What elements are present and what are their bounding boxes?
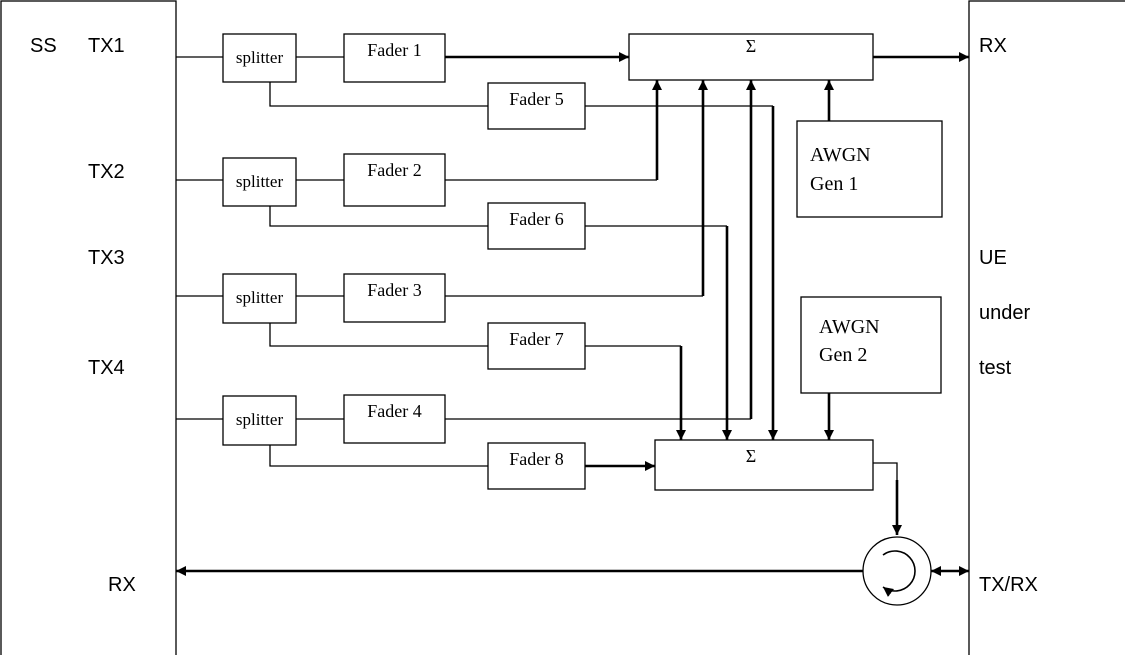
splitter-2: splitter	[222, 157, 297, 207]
awgn-gen-1: AWGN Gen 1	[796, 120, 943, 218]
splitter-4: splitter	[222, 395, 297, 446]
svg-text:Fader 5: Fader 5	[509, 89, 563, 109]
svg-text:splitter: splitter	[236, 288, 284, 307]
summer-upper: Σ	[628, 33, 874, 81]
ue-rx-label: RX	[979, 35, 1007, 57]
fader-3: Fader 3	[343, 273, 446, 323]
svg-text:splitter: splitter	[236, 172, 284, 191]
ss-panel	[0, 0, 177, 655]
fader-4: Fader 4	[343, 394, 446, 444]
ue-txrx-label: TX/RX	[979, 574, 1038, 596]
awgn-gen-2: AWGN Gen 2	[800, 296, 942, 394]
svg-text:Fader 1: Fader 1	[367, 40, 421, 60]
ss-port-tx4: TX4	[88, 357, 125, 379]
ss-port-tx1: TX1	[88, 35, 125, 57]
summer-lower: Σ	[654, 439, 874, 491]
svg-text:splitter: splitter	[236, 410, 284, 429]
splitter-3: splitter	[222, 273, 297, 324]
svg-text:Gen 1: Gen 1	[810, 173, 858, 195]
ue-panel	[968, 0, 1125, 655]
svg-text:Fader 4: Fader 4	[367, 401, 421, 421]
fader-2: Fader 2	[343, 153, 446, 207]
fader-5: Fader 5	[487, 82, 586, 130]
svg-text:Fader 8: Fader 8	[509, 449, 563, 469]
fader-1: Fader 1	[343, 33, 446, 83]
circulator	[862, 536, 932, 606]
ss-title: SS	[30, 35, 57, 57]
svg-text:Fader 2: Fader 2	[367, 160, 421, 180]
ss-rx-label: RX	[108, 574, 136, 596]
svg-text:AWGN: AWGN	[819, 316, 880, 338]
connections	[176, 52, 969, 576]
fader-8: Fader 8	[487, 442, 586, 490]
circulator-rotation-arrow-icon	[882, 550, 916, 597]
svg-text:Gen 2: Gen 2	[819, 344, 867, 366]
svg-text:Σ: Σ	[746, 36, 756, 56]
splitter-1: splitter	[222, 33, 297, 83]
fader-7: Fader 7	[487, 322, 586, 370]
svg-text:Fader 7: Fader 7	[509, 329, 563, 349]
ss-port-tx3: TX3	[88, 247, 125, 269]
svg-text:Fader 6: Fader 6	[509, 209, 563, 229]
svg-text:Fader 3: Fader 3	[367, 280, 421, 300]
fader-6: Fader 6	[487, 202, 586, 250]
svg-text:AWGN: AWGN	[810, 144, 871, 166]
svg-text:splitter: splitter	[236, 48, 284, 67]
ue-title-line-1: UE	[979, 247, 1007, 269]
ue-title-line-3: test	[979, 357, 1012, 379]
svg-text:Σ: Σ	[746, 446, 756, 466]
ss-port-tx2: TX2	[88, 161, 125, 183]
ue-title-line-2: under	[979, 302, 1030, 324]
